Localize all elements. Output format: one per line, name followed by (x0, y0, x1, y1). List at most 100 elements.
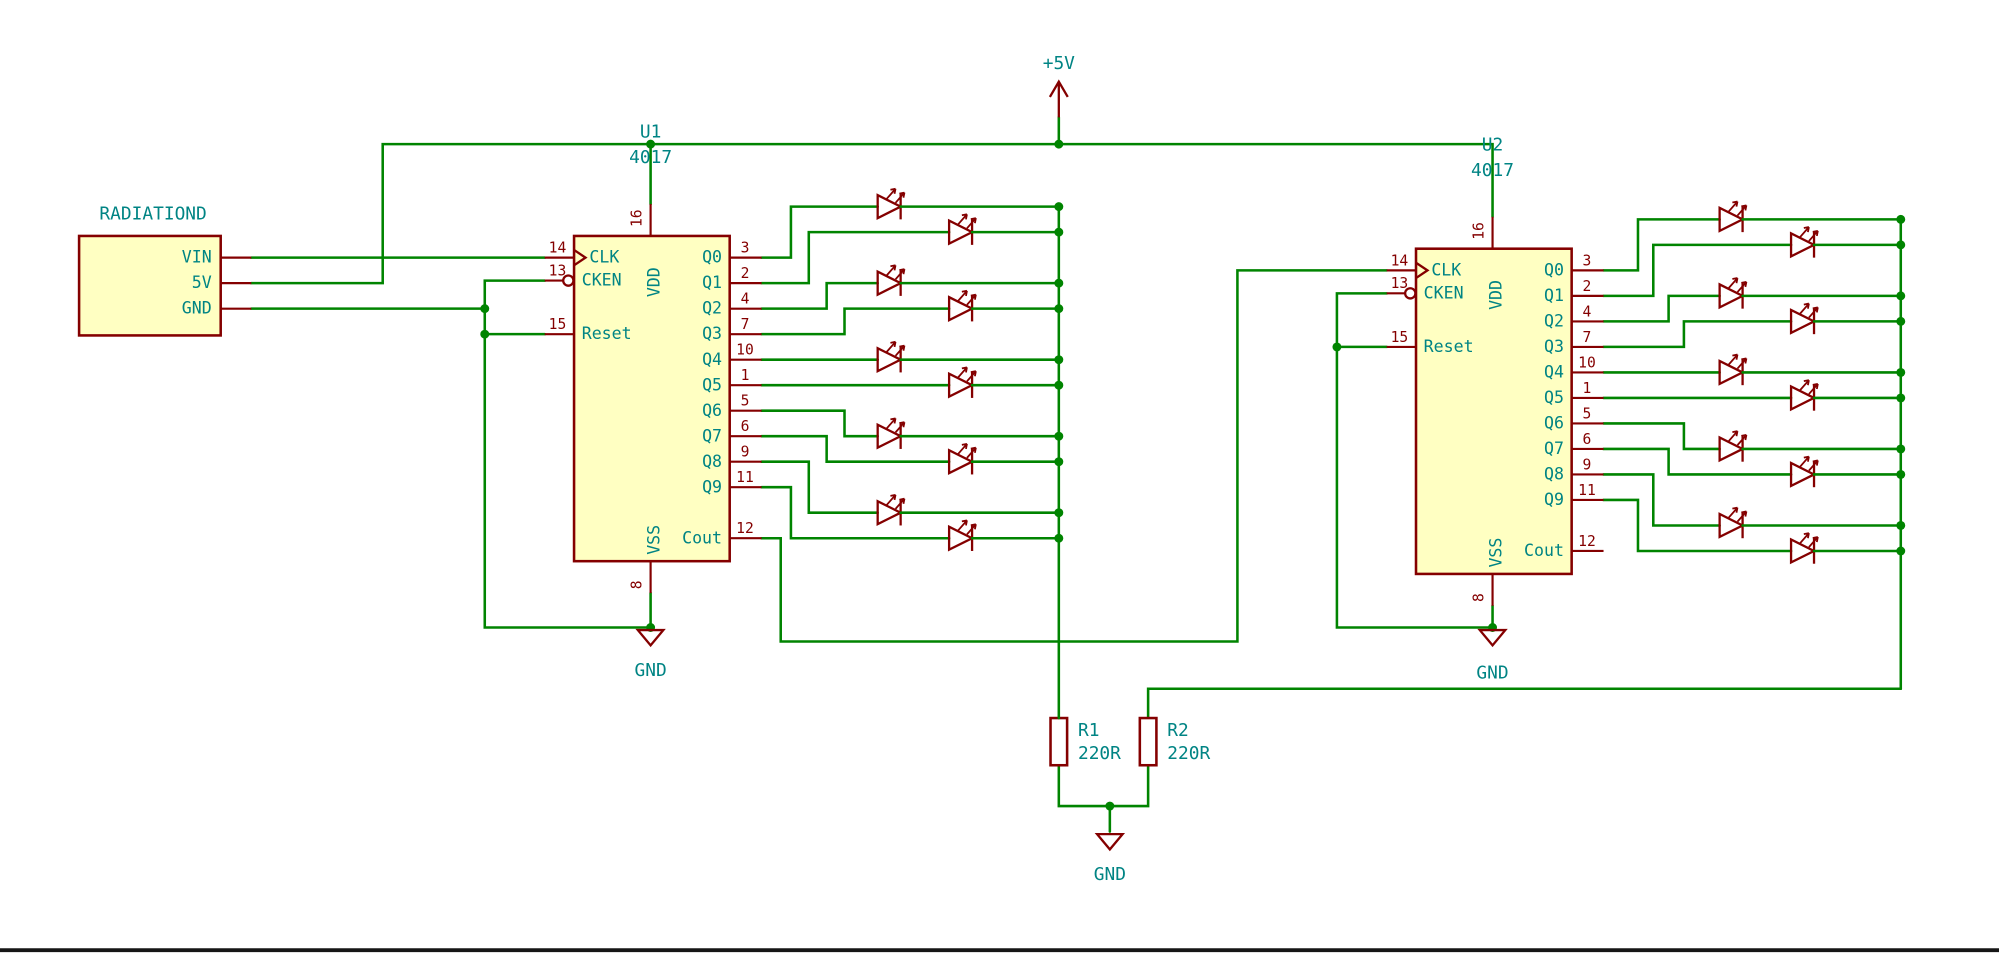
pin-number: 5 (741, 393, 750, 410)
pin-name: Q7 (702, 426, 722, 445)
pin-name: Q1 (702, 273, 722, 292)
led-icon[interactable] (947, 289, 978, 323)
wires (250, 142, 1903, 833)
pin-name: 5V (192, 273, 212, 292)
pin-name: VSS (1486, 538, 1505, 568)
pin-name: CLK (589, 248, 619, 267)
junction-dot (1054, 304, 1064, 314)
ic-body[interactable] (572, 234, 731, 563)
pin-name: VIN (182, 248, 212, 267)
resistor-value: 220R (1078, 743, 1121, 764)
led-icon[interactable] (1718, 353, 1748, 387)
pin-number: 9 (1583, 456, 1592, 473)
pin-name: Q3 (1544, 337, 1564, 356)
led-icon[interactable] (876, 417, 906, 451)
led-icon[interactable] (1718, 276, 1748, 310)
junction-dot (1896, 316, 1906, 326)
pin-name: Q1 (1544, 286, 1564, 305)
pin-number: 3 (1583, 252, 1592, 269)
pin-name: Q6 (1544, 414, 1564, 433)
junction-dot (1054, 227, 1064, 237)
clock-wedge-icon (1415, 261, 1430, 279)
led-icon[interactable] (947, 519, 978, 553)
wire-u2-cken-gnd (1335, 292, 1494, 629)
sensor-body[interactable] (77, 234, 222, 337)
resistor-body[interactable] (1138, 716, 1158, 767)
resistor-r1[interactable]: R1 220R (1049, 716, 1122, 767)
junction-dot (1896, 546, 1906, 556)
led-icon[interactable] (1789, 378, 1820, 412)
led-icon[interactable] (1789, 225, 1820, 259)
pin-number: 10 (736, 342, 754, 359)
led-icon[interactable] (1789, 531, 1820, 565)
pin-name: Q8 (1544, 465, 1564, 484)
led-icon[interactable] (876, 493, 906, 527)
junction-dot (1896, 521, 1906, 530)
led-icon[interactable] (1718, 200, 1748, 234)
pin-name: Cout (682, 528, 722, 547)
pin-name: Q4 (702, 350, 722, 369)
led-bank-1 (760, 187, 1064, 720)
resistor-r2[interactable]: R2 220R (1138, 716, 1211, 767)
led-icon[interactable] (947, 213, 978, 247)
led-icon[interactable] (947, 366, 978, 400)
led-icon[interactable] (876, 187, 906, 221)
led-icon[interactable] (1789, 302, 1820, 336)
led-icon[interactable] (876, 340, 906, 374)
wire-q-to-led (760, 460, 879, 514)
wire-q-to-led (760, 434, 951, 463)
pin-number: 12 (736, 520, 754, 537)
ic-body[interactable] (1414, 247, 1573, 576)
ground-icon (1478, 628, 1507, 647)
pin-name: Q9 (1544, 490, 1564, 509)
led-bank-2 (1602, 200, 1906, 690)
pin-name: CLK (1431, 260, 1461, 279)
junction-dot (1054, 202, 1064, 212)
led-icon[interactable] (1718, 506, 1748, 540)
junction-dot (1105, 801, 1115, 811)
pin-name: VDD (1486, 280, 1505, 310)
ic-reference: U1 (640, 122, 662, 143)
pin-number: 6 (1583, 431, 1592, 448)
pin-number: 15 (549, 316, 567, 333)
power-5v-symbol[interactable]: +5V (1043, 53, 1075, 146)
pin-number: 3 (741, 240, 750, 257)
pin-number: 7 (741, 316, 750, 333)
wire-q-to-led (760, 230, 951, 285)
junction-dot (1054, 380, 1064, 390)
junction-dot (1332, 342, 1342, 352)
wire-q-to-led (760, 409, 879, 438)
led-icon[interactable] (1718, 429, 1748, 463)
junction-dot (480, 329, 490, 339)
junction-dot (1896, 469, 1906, 479)
pin-number: 12 (1578, 533, 1596, 550)
gnd-label: GND (1476, 663, 1508, 684)
led-icon[interactable] (876, 264, 906, 298)
pin-number: 14 (1391, 252, 1409, 269)
led-icon[interactable] (947, 442, 978, 476)
power-arrow-icon (1048, 79, 1069, 118)
resistor-value: 220R (1167, 743, 1210, 764)
ground-symbols: GND GND GND (634, 628, 1509, 885)
pin-name: Q2 (702, 299, 722, 318)
ic-reference: U2 (1482, 134, 1504, 155)
pin-number: 15 (1391, 329, 1409, 346)
pin-number: 8 (1471, 593, 1488, 602)
pin-name: CKEN (582, 271, 622, 290)
gnd-label: GND (1094, 864, 1126, 885)
pin-number: 4 (1583, 303, 1592, 320)
led-icon[interactable] (1789, 455, 1820, 489)
pin-number: 11 (1578, 482, 1596, 499)
sensor-module[interactable]: RADIATIOND VIN 5V GND (77, 203, 252, 337)
resistor-ref: R1 (1078, 720, 1100, 741)
ic-value: 4017 (629, 147, 672, 168)
wire-q-to-led (1602, 422, 1721, 451)
resistor-body[interactable] (1049, 716, 1069, 767)
ground-icon (1095, 832, 1124, 851)
wire-cout-to-u2-clk (760, 269, 1388, 643)
pin-name: Cout (1524, 541, 1564, 560)
